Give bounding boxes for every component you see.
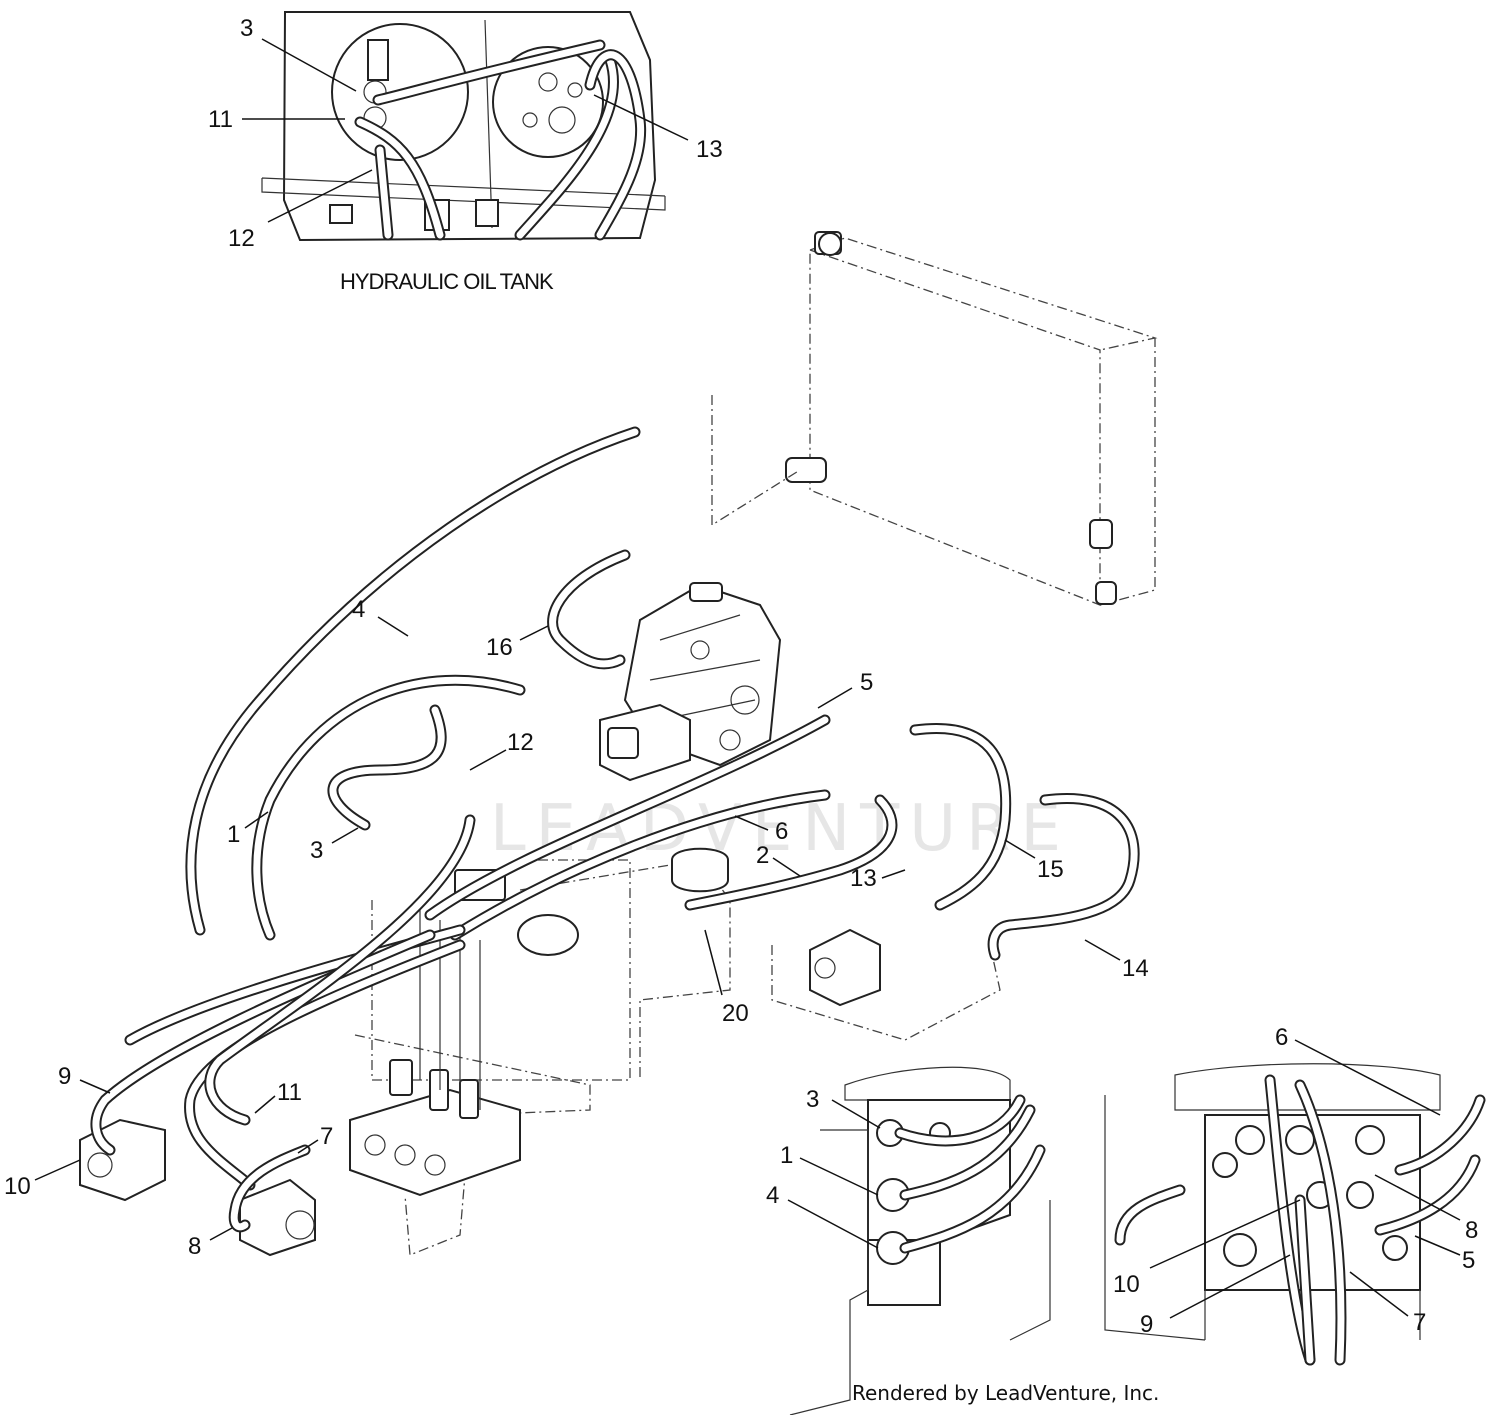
callout-detail-b-6: 6 xyxy=(1275,1024,1288,1051)
valve-block xyxy=(349,869,521,1197)
hoses xyxy=(90,426,1140,1233)
callout-main-2: 2 xyxy=(756,842,769,869)
callout-main-16: 16 xyxy=(486,634,513,661)
callout-main-20: 20 xyxy=(722,1000,749,1027)
callout-main-9: 9 xyxy=(58,1063,71,1090)
oil-cooler xyxy=(711,231,1158,606)
hydraulic-oil-tank-view xyxy=(261,11,666,242)
callout-detail-b-10: 10 xyxy=(1113,1271,1140,1298)
callout-detail-a-4: 4 xyxy=(766,1182,779,1209)
callout-main-5: 5 xyxy=(860,669,873,696)
callout-tank-13: 13 xyxy=(696,136,723,163)
callout-main-1: 1 xyxy=(227,821,240,848)
tank-caption: HYDRAULIC OIL TANK xyxy=(340,269,554,294)
frame-and-reservoir xyxy=(354,847,731,1256)
callout-main-12: 12 xyxy=(507,729,534,756)
callout-main-6: 6 xyxy=(775,818,788,845)
callout-tank-11: 11 xyxy=(208,106,233,133)
callout-main-13: 13 xyxy=(850,865,877,892)
callout-detail-b-9: 9 xyxy=(1140,1311,1153,1338)
callout-tank-3: 3 xyxy=(240,15,253,42)
detail-view-b xyxy=(1104,1063,1486,1366)
credit-text: Rendered by LeadVenture, Inc. xyxy=(852,1381,1159,1405)
callout-main-15: 15 xyxy=(1037,856,1064,883)
detail-view-a xyxy=(789,1066,1051,1415)
callout-main-4: 4 xyxy=(352,596,365,623)
callout-main-3: 3 xyxy=(310,837,323,864)
callout-detail-a-1: 1 xyxy=(780,1142,793,1169)
callout-main-10: 10 xyxy=(4,1173,31,1200)
motor-center xyxy=(239,1178,316,1257)
callout-main-8: 8 xyxy=(188,1233,201,1260)
callout-main-7: 7 xyxy=(320,1123,333,1150)
callout-main-11: 11 xyxy=(277,1079,302,1106)
callout-detail-b-5: 5 xyxy=(1462,1247,1475,1274)
callout-detail-b-7: 7 xyxy=(1413,1309,1426,1336)
hydrostatic-pump xyxy=(599,582,782,782)
callout-tank-12: 12 xyxy=(228,225,255,252)
callout-detail-b-8: 8 xyxy=(1465,1217,1478,1244)
callout-main-14: 14 xyxy=(1122,955,1149,982)
charge-pump xyxy=(771,928,1001,1041)
callout-detail-a-3: 3 xyxy=(806,1086,819,1113)
